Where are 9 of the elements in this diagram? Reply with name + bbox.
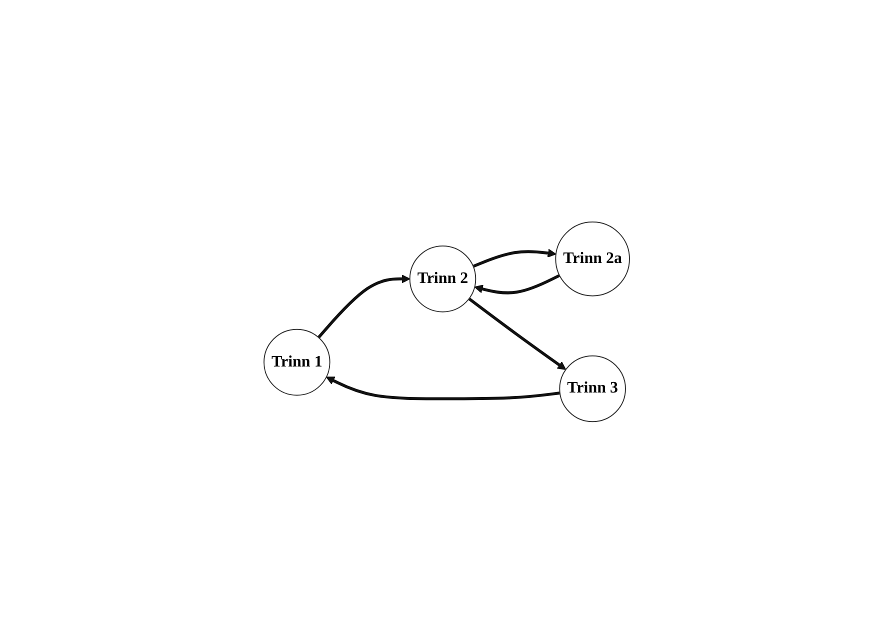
- node-circle: Trinn 1: [263, 328, 330, 396]
- arrow: [468, 297, 566, 370]
- arrow: [317, 274, 410, 338]
- arrow: [474, 274, 560, 294]
- node-circle: Trinn 2a: [554, 221, 630, 296]
- arrow: [472, 248, 556, 268]
- node-circle: Trinn 2: [409, 245, 476, 312]
- node-circle: Trinn 3: [558, 355, 626, 422]
- arrow: [326, 376, 560, 400]
